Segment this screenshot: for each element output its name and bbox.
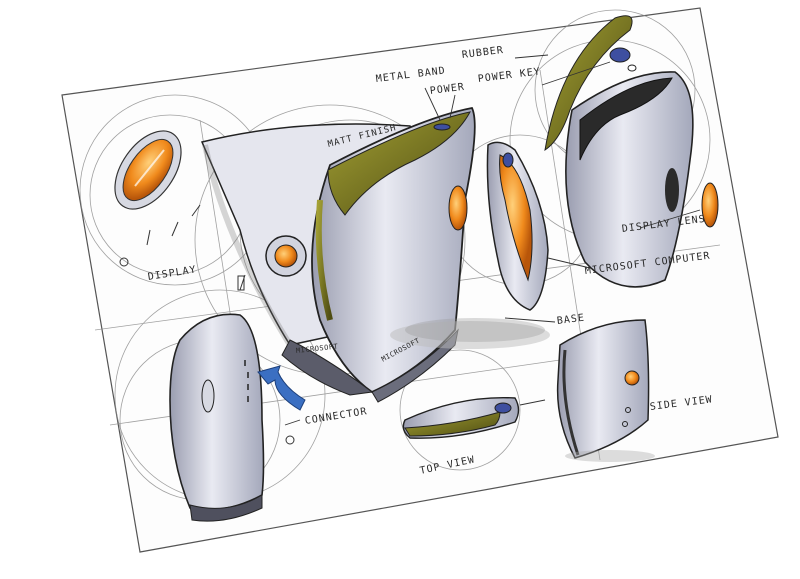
- rear-unit-sketch: [544, 15, 719, 288]
- connector-view-sketch: [169, 313, 306, 522]
- display-detail-sketch: [114, 130, 201, 267]
- callout-leaders: [284, 54, 701, 426]
- main-unit-sketch: [200, 106, 550, 403]
- side-view-sketch: [556, 319, 655, 462]
- top-view-sketch: [402, 396, 520, 439]
- side-profile-sketch: [405, 141, 549, 342]
